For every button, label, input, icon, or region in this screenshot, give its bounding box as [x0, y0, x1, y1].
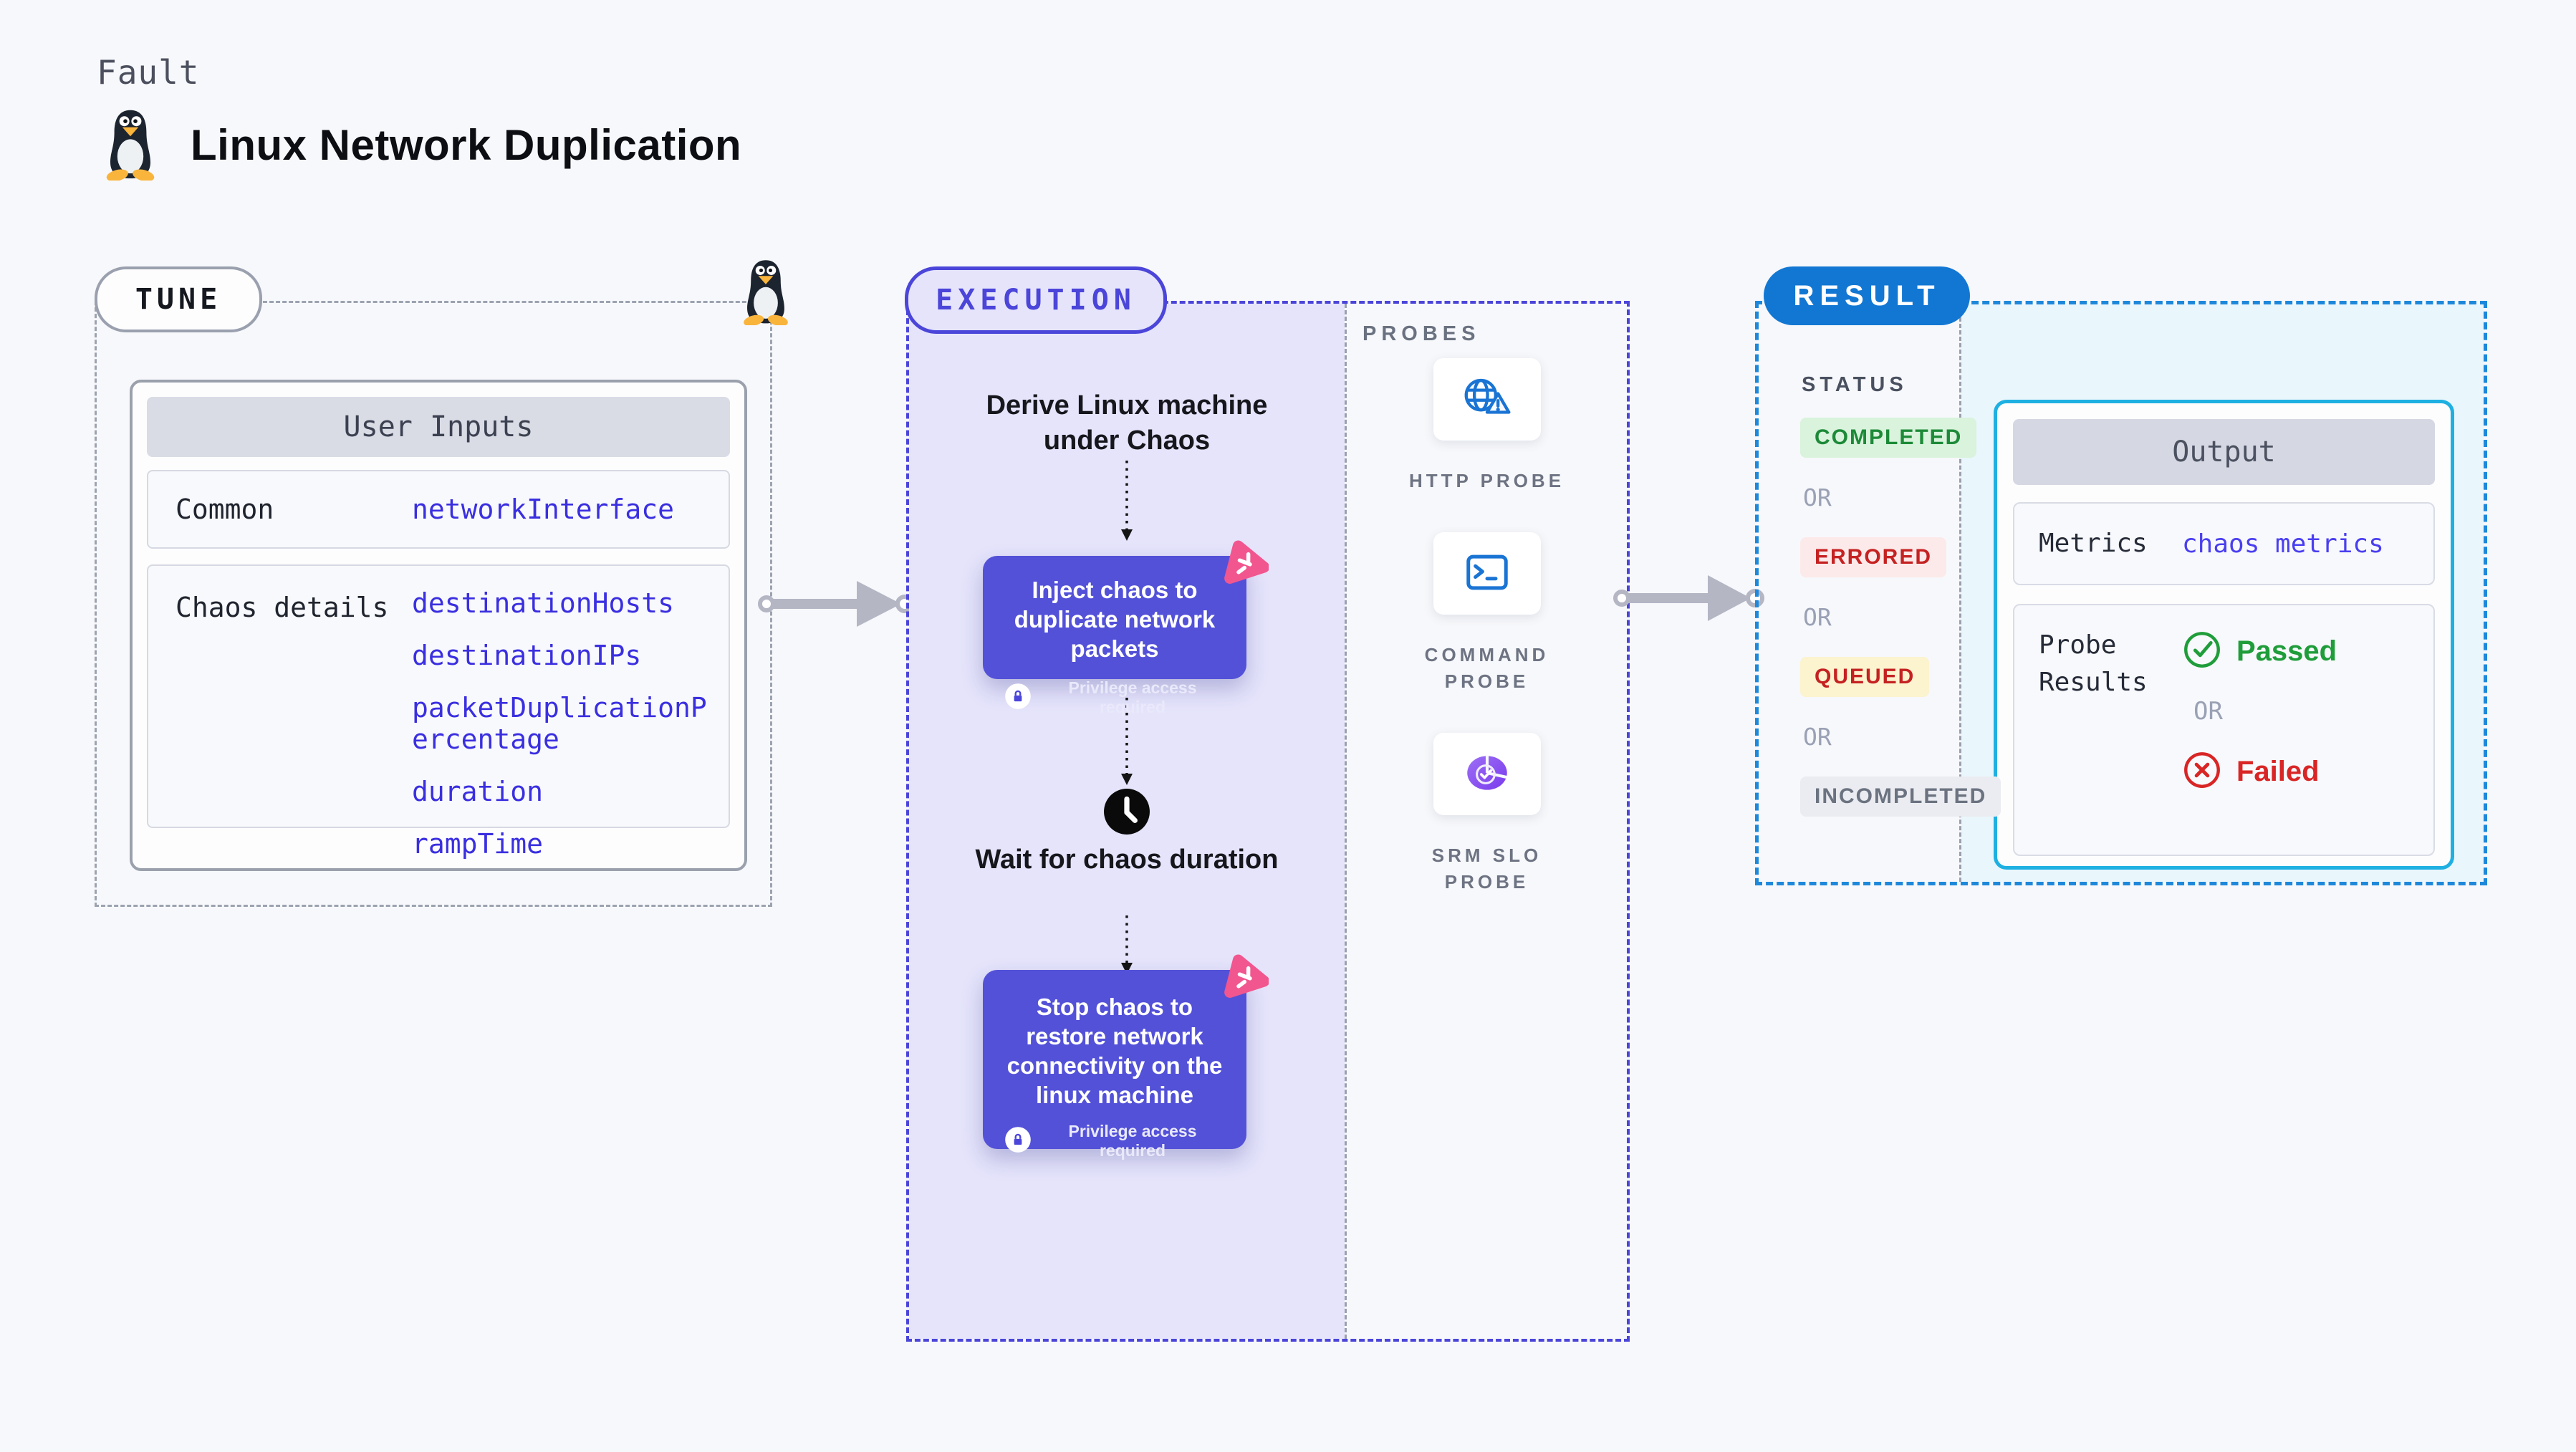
passed-result: Passed [2182, 630, 2337, 673]
execution-badge: EXECUTION [905, 266, 1167, 334]
probe-results-row: Probe Results Passed OR [2013, 604, 2435, 856]
probe-card [1433, 358, 1541, 441]
flow-arrow-down [1121, 915, 1133, 974]
inject-chaos-step: Inject chaos to duplicate network packet… [983, 556, 1246, 716]
result-badge: RESULT [1764, 266, 1970, 325]
wait-step-label: Wait for chaos duration [975, 845, 1279, 875]
input-value: destinationIPs [412, 639, 642, 671]
terminal-icon [1462, 550, 1512, 597]
output-card: Output Metrics chaos metrics Probe Resul… [1994, 400, 2454, 870]
globe-warning-icon [1459, 375, 1515, 425]
status-badge-completed: COMPLETED [1800, 418, 1977, 458]
status-list: COMPLETED OR ERRORED OR QUEUED OR INCOMP… [1800, 418, 2001, 817]
stop-chaos-label: Stop chaos to restore network connectivi… [1006, 994, 1223, 1108]
probe-card [1433, 733, 1541, 816]
failed-result: Failed [2182, 750, 2337, 793]
flow-arrow-down [1121, 461, 1133, 542]
probes-label: PROBES [1363, 322, 1481, 345]
output-panel: Output Metrics chaos metrics Probe Resul… [1961, 304, 2484, 882]
status-output-divider [1959, 304, 1961, 882]
linux-penguin-icon [100, 106, 160, 183]
slo-pie-check-icon [1461, 750, 1514, 799]
user-inputs-card: User Inputs Common networkInterface Chao… [130, 380, 747, 871]
or-text: OR [1803, 723, 1832, 751]
or-text: OR [2193, 697, 2223, 726]
privilege-note: Privilege access required [1068, 678, 1197, 716]
fault-eyebrow: Fault [97, 53, 200, 92]
metrics-label: Metrics [2039, 528, 2148, 558]
probe-name: SRM SLO PROBE [1431, 845, 1542, 893]
user-inputs-header: User Inputs [147, 397, 730, 457]
status-badge-errored: ERRORED [1800, 537, 1947, 577]
input-value: networkInterface [412, 493, 675, 525]
metrics-row: Metrics chaos metrics [2013, 502, 2435, 585]
probe-card [1433, 532, 1541, 615]
x-circle-icon [2182, 750, 2222, 793]
tune-container: User Inputs Common networkInterface Chao… [95, 301, 772, 907]
input-value: packetDuplicationPercentage [412, 691, 707, 756]
row-label: Chaos details [176, 592, 389, 623]
chaos-logo-icon [1219, 537, 1270, 590]
status-badge-incompleted: INCOMPLETED [1800, 777, 2001, 817]
result-container: Output Metrics chaos metrics Probe Resul… [1755, 301, 2487, 885]
status-badge-queued: QUEUED [1800, 657, 1930, 697]
probe-item-srm: SRM SLO PROBE [1405, 733, 1570, 895]
clock-icon [1103, 788, 1150, 838]
execution-container: Derive Linux machine under Chaos Inject … [906, 301, 1630, 1342]
privilege-note: Privilege access required [1068, 1121, 1197, 1160]
flow-arrow-down [1121, 698, 1133, 785]
probe-results-label: Probe Results [2039, 630, 2148, 698]
probe-item-http: HTTP PROBE [1405, 358, 1570, 494]
input-value: rampTime [412, 828, 544, 860]
status-label: STATUS [1802, 373, 1908, 396]
row-label: Common [176, 494, 274, 525]
arrow-tune-to-execution [758, 573, 915, 638]
probes-divider [1345, 304, 1347, 1339]
passed-label: Passed [2236, 635, 2337, 667]
failed-label: Failed [2236, 755, 2320, 787]
probe-item-command: COMMAND PROBE [1405, 532, 1570, 694]
execution-flow-panel: Derive Linux machine under Chaos Inject … [909, 304, 1345, 1339]
lock-icon [1004, 1126, 1032, 1156]
page-title: Linux Network Duplication [191, 120, 742, 169]
metrics-value: chaos metrics [2182, 529, 2384, 559]
derive-step-label: Derive Linux machine under Chaos [986, 390, 1268, 456]
stop-chaos-step: Stop chaos to restore network connectivi… [983, 970, 1246, 1160]
probe-name: COMMAND PROBE [1424, 644, 1549, 692]
probe-name: HTTP PROBE [1408, 470, 1565, 491]
input-value: destinationHosts [412, 587, 675, 619]
tune-badge: TUNE [95, 266, 262, 332]
user-inputs-row-common: Common networkInterface [147, 470, 730, 549]
title-row: Linux Network Duplication [100, 106, 741, 183]
output-header: Output [2013, 419, 2435, 485]
or-text: OR [1803, 484, 1832, 511]
probes-panel: PROBES [1347, 304, 1627, 1339]
lock-icon [1004, 683, 1032, 713]
input-value: duration [412, 776, 544, 808]
linux-penguin-icon-small [738, 256, 794, 328]
check-circle-icon [2182, 630, 2222, 673]
user-inputs-row-chaos-details: Chaos details destinationHosts destinati… [147, 564, 730, 860]
arrow-execution-to-result [1613, 567, 1765, 632]
chaos-logo-icon [1219, 951, 1270, 1004]
or-text: OR [1803, 603, 1832, 631]
inject-chaos-label: Inject chaos to duplicate network packet… [1014, 577, 1216, 662]
